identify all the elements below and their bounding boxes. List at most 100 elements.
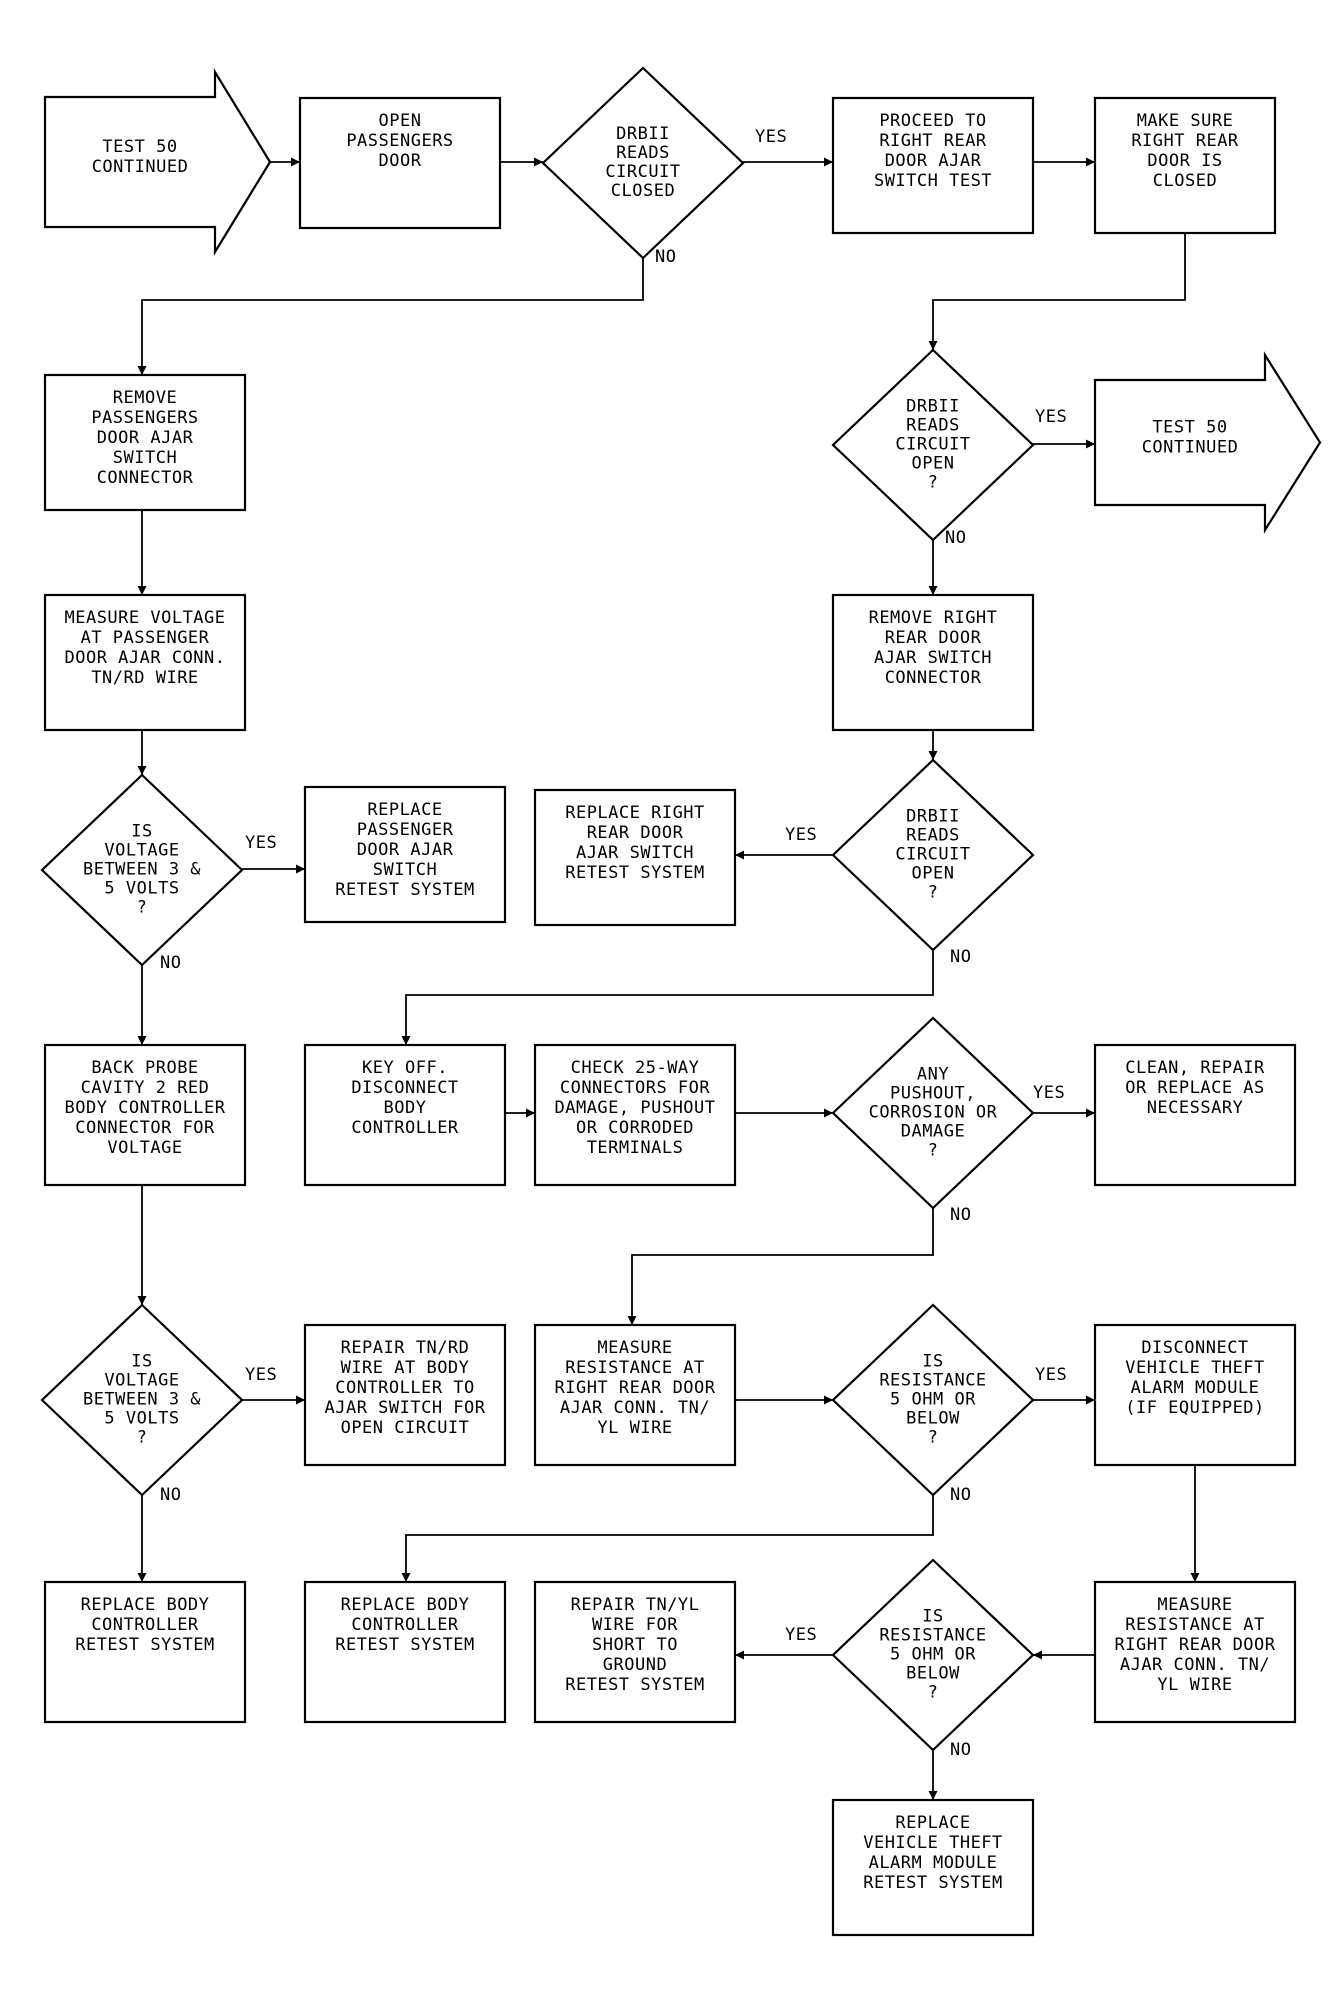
node-label-line: OPEN (379, 111, 422, 131)
node-label-line: SWITCH TEST (874, 171, 992, 191)
node-label-line: CONTROLLER (91, 1615, 199, 1635)
node-label-line: RETEST SYSTEM (335, 1635, 475, 1655)
edge-label: NO (160, 953, 181, 973)
node-label-line: IS (922, 1607, 943, 1627)
node-label-line: IS (922, 1352, 943, 1372)
node-label-line: CONNECTOR (97, 468, 194, 488)
node-label-line: CONNECTOR (885, 668, 982, 688)
node-label-line: PROCEED TO (879, 111, 986, 131)
edge-d-closed-to-remove-pass: NO (137, 247, 676, 375)
node-label-line: ? (928, 1683, 939, 1703)
node-label-line: VOLTAGE (104, 1371, 179, 1391)
node-label-line: ? (137, 1428, 148, 1448)
edge-label: YES (755, 127, 787, 147)
connector-line (928, 233, 1186, 350)
node-label-line: REPAIR TN/RD (341, 1338, 470, 1358)
node-label-line: DRBII (906, 397, 960, 417)
node-label-line: DAMAGE (901, 1122, 965, 1142)
node-label-line: SWITCH (373, 860, 437, 880)
edge-label: YES (785, 825, 817, 845)
node-label-line: MAKE SURE (1137, 111, 1234, 131)
process-box (1093, 96, 1277, 235)
edge-d-open2-to-replace-rr: YES (735, 825, 833, 860)
node-label-line: DAMAGE, PUSHOUT (554, 1098, 715, 1118)
node-label-line: SHORT TO (592, 1635, 678, 1655)
node-label-line: TERMINALS (587, 1138, 684, 1158)
node-label-line: DRBII (616, 124, 670, 144)
node-label-line: REPLACE BODY (81, 1595, 210, 1615)
process-box (831, 593, 1035, 732)
node-label-line: DOOR IS (1147, 151, 1222, 171)
node-label-line: BODY CONTROLLER (64, 1098, 225, 1118)
edge-d-closed-to-proceed: YES (743, 127, 833, 167)
node-label-line: READS (906, 416, 960, 436)
node-label-line: REPLACE RIGHT (565, 803, 705, 823)
node-label-line: RETEST SYSTEM (75, 1635, 215, 1655)
process-box (303, 1580, 507, 1724)
node-label-line: REPLACE (367, 800, 442, 820)
node-label-line: PASSENGERS (91, 408, 198, 428)
node-label-line: TEST 50 (1152, 418, 1227, 438)
node-label-line: RESISTANCE (879, 1626, 986, 1646)
process-box (298, 96, 502, 230)
node-label-line: MEASURE (597, 1338, 672, 1358)
edge-d-v2-to-repair-tnrd: YES (242, 1365, 305, 1405)
connector-line (401, 1495, 934, 1582)
edge-d-r1-to-disconnect-vta: YES (1033, 1365, 1095, 1405)
edge-label: NO (950, 1485, 971, 1505)
process-box (1093, 1043, 1297, 1187)
node-label-line: KEY OFF. (362, 1058, 448, 1078)
decision-diamond (831, 348, 1035, 542)
node-label-line: MEASURE (1157, 1595, 1232, 1615)
node-label-line: 5 VOLTS (104, 1409, 179, 1429)
node-label-line: REAR DOOR (885, 628, 982, 648)
node-label-line: YL WIRE (1157, 1675, 1232, 1695)
process-box (43, 593, 247, 732)
node-label-line: OPEN CIRCUIT (341, 1418, 470, 1438)
node-label-line: BACK PROBE (91, 1058, 198, 1078)
node-label-line: DOOR AJAR (885, 151, 982, 171)
edge-d-v1-to-back-probe: NO (137, 953, 181, 1045)
edge-label: NO (655, 247, 676, 267)
node-label-line: CIRCUIT (895, 435, 970, 455)
node-label-line: RIGHT REAR DOOR (1114, 1635, 1275, 1655)
process-box (533, 1043, 737, 1187)
node-label-line: ? (137, 898, 148, 918)
decision-diamond (831, 758, 1035, 952)
process-box (1093, 1580, 1297, 1724)
decision-diamond (541, 66, 745, 260)
node-label-line: BELOW (906, 1664, 960, 1684)
node-label-line: CONTROLLER (351, 1118, 459, 1138)
edge-label: NO (950, 1740, 971, 1760)
node-label-line: CONTROLLER TO (335, 1378, 475, 1398)
process-box (43, 1580, 247, 1724)
node-label-line: 5 OHM OR (890, 1390, 976, 1410)
node-label-line: (IF EQUIPPED) (1125, 1398, 1265, 1418)
edge-d-open1-to-remove-rr: NO (928, 528, 966, 595)
connector-line (401, 950, 934, 1045)
node-label-line: RETEST SYSTEM (565, 863, 705, 883)
process-box (831, 1798, 1035, 1937)
node-label-line: CONTINUED (1142, 438, 1239, 458)
node-label-line: AJAR SWITCH FOR (324, 1398, 485, 1418)
node-label-line: CIRCUIT (895, 845, 970, 865)
decision-diamond (40, 1303, 244, 1497)
node-label-line: VEHICLE THEFT (1125, 1358, 1265, 1378)
edge-label: YES (1035, 1365, 1067, 1385)
node-label-line: BODY (384, 1098, 427, 1118)
decision-diamond (831, 1558, 1035, 1752)
node-label-line: CAVITY 2 RED (81, 1078, 210, 1098)
decision-diamond (40, 773, 244, 967)
